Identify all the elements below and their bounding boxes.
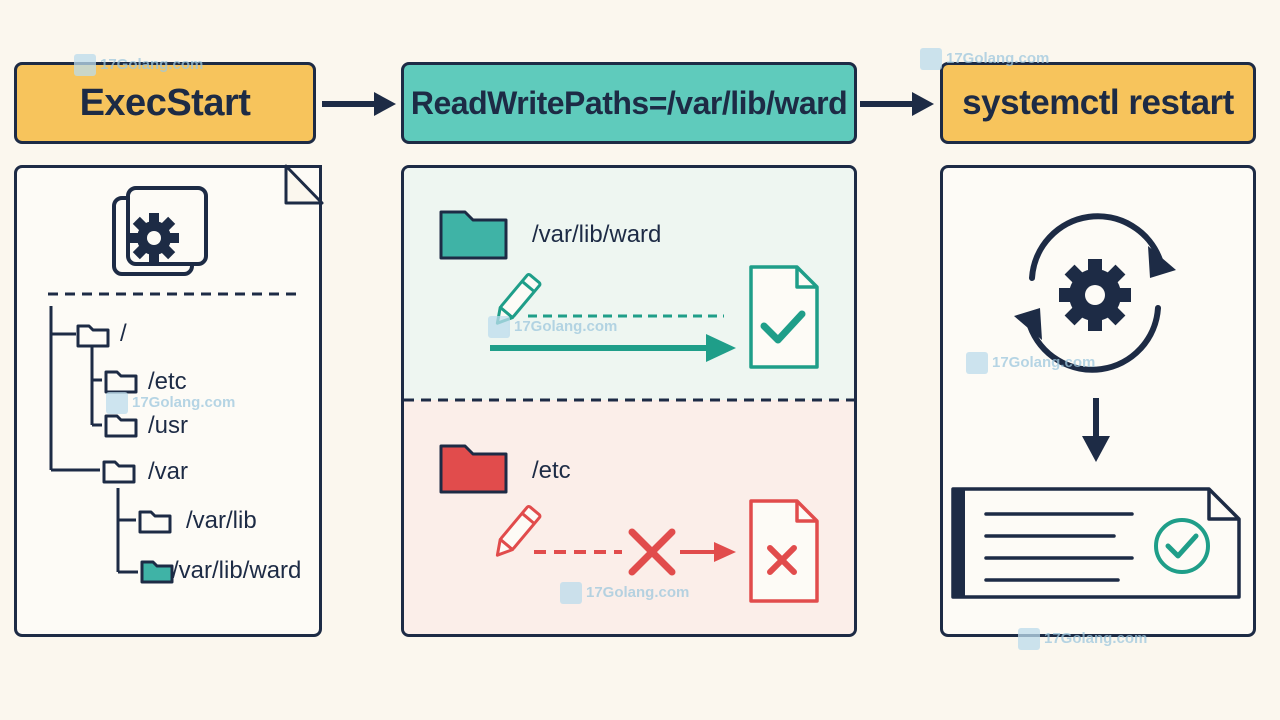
allowed-path-label: /var/lib/ward bbox=[532, 221, 662, 248]
file-check-icon bbox=[749, 265, 819, 369]
tree-lines bbox=[49, 306, 138, 574]
watermark: 17Golang.com bbox=[966, 352, 1095, 374]
folder-icon bbox=[104, 414, 138, 438]
success-log-icon bbox=[951, 487, 1241, 599]
divider bbox=[48, 292, 298, 296]
allowed-write-arrow bbox=[490, 314, 736, 362]
page-fold-icon bbox=[284, 164, 324, 205]
watermark: 17Golang.com bbox=[74, 54, 203, 76]
tree-var-lib-label: /var/lib bbox=[186, 507, 257, 534]
folder-teal-icon bbox=[140, 560, 174, 584]
restart-cycle-icon bbox=[1014, 213, 1176, 373]
folder-icon bbox=[102, 460, 136, 484]
exec-start-header: ExecStart bbox=[14, 62, 316, 144]
filesystem-panel bbox=[14, 165, 322, 637]
tree-usr-label: /usr bbox=[148, 412, 189, 439]
folder-red-icon bbox=[439, 444, 508, 494]
denied-write-arrow bbox=[534, 528, 736, 576]
arrow-right-icon bbox=[322, 92, 396, 116]
watermark: 17Golang.com bbox=[488, 316, 617, 338]
tree-var-label: /var bbox=[148, 458, 189, 485]
watermark: 17Golang.com bbox=[106, 392, 235, 414]
arrow-down-icon bbox=[1082, 398, 1110, 462]
arrow-right-icon bbox=[860, 92, 934, 116]
tree-root-label: / bbox=[120, 320, 127, 347]
section-divider bbox=[404, 398, 854, 402]
watermark: 17Golang.com bbox=[1018, 628, 1147, 650]
tree-var-lib-ward-label: /var/lib/ward bbox=[172, 557, 302, 584]
folder-icon bbox=[104, 370, 138, 394]
watermark: 17Golang.com bbox=[920, 48, 1049, 70]
folder-icon bbox=[138, 510, 172, 534]
denied-path-label: /etc bbox=[532, 457, 571, 484]
read-write-paths-header: ReadWritePaths=/var/lib/ward bbox=[401, 62, 857, 144]
folder-icon bbox=[76, 324, 110, 348]
service-gear-icon bbox=[112, 186, 208, 276]
file-x-icon bbox=[749, 499, 819, 603]
tree-etc-label: /etc bbox=[148, 368, 187, 395]
pencil-icon bbox=[495, 504, 542, 557]
watermark: 17Golang.com bbox=[560, 582, 689, 604]
systemctl-restart-header: systemctl restart bbox=[940, 62, 1256, 144]
folder-teal-icon bbox=[439, 210, 508, 260]
